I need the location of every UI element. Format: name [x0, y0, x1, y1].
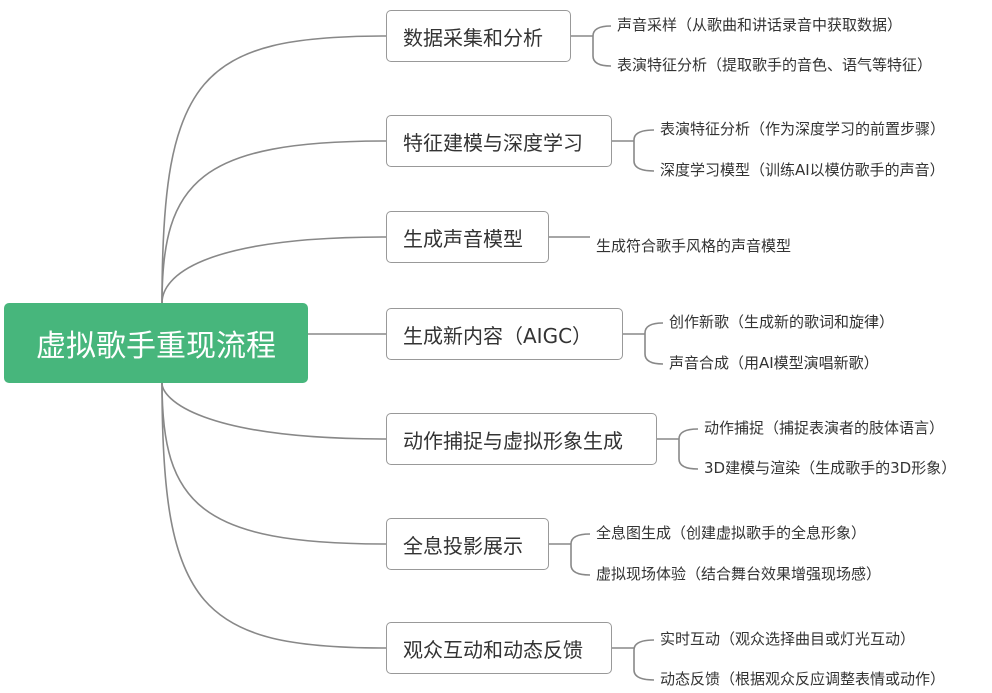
leaf-node[interactable]: 声音合成（用AI模型演唱新歌）: [669, 354, 879, 372]
leaf-node[interactable]: 实时互动（观众选择曲目或灯光互动）: [660, 630, 916, 648]
leaf-node[interactable]: 全息图生成（创建虚拟歌手的全息形象）: [596, 524, 867, 542]
branch-node[interactable]: 观众互动和动态反馈: [386, 622, 612, 674]
leaf-node[interactable]: 表演特征分析（提取歌手的音色、语气等特征）: [617, 56, 933, 74]
leaf-node[interactable]: 深度学习模型（训练AI以模仿歌手的声音）: [660, 161, 945, 179]
leaf-node[interactable]: 动作捕捉（捕捉表演者的肢体语言）: [704, 419, 945, 437]
leaf-node[interactable]: 3D建模与渲染（生成歌手的3D形象）: [704, 459, 957, 477]
branch-node[interactable]: 生成新内容（AIGC）: [386, 308, 623, 360]
leaf-node[interactable]: 声音采样（从歌曲和讲话录音中获取数据）: [617, 16, 903, 34]
branch-node[interactable]: 生成声音模型: [386, 211, 549, 263]
leaf-node[interactable]: 动态反馈（根据观众反应调整表情或动作）: [660, 670, 946, 688]
leaf-node[interactable]: 生成符合歌手风格的声音模型: [596, 237, 792, 255]
leaf-node[interactable]: 虚拟现场体验（结合舞台效果增强现场感）: [596, 565, 882, 583]
branch-node[interactable]: 全息投影展示: [386, 518, 549, 570]
branch-node[interactable]: 动作捕捉与虚拟形象生成: [386, 413, 657, 465]
branch-node[interactable]: 数据采集和分析: [386, 10, 571, 62]
root-node[interactable]: 虚拟歌手重现流程: [4, 303, 308, 383]
leaf-node[interactable]: 表演特征分析（作为深度学习的前置步骤）: [660, 120, 946, 138]
leaf-node[interactable]: 创作新歌（生成新的歌词和旋律）: [669, 313, 895, 331]
branch-node[interactable]: 特征建模与深度学习: [386, 115, 612, 167]
